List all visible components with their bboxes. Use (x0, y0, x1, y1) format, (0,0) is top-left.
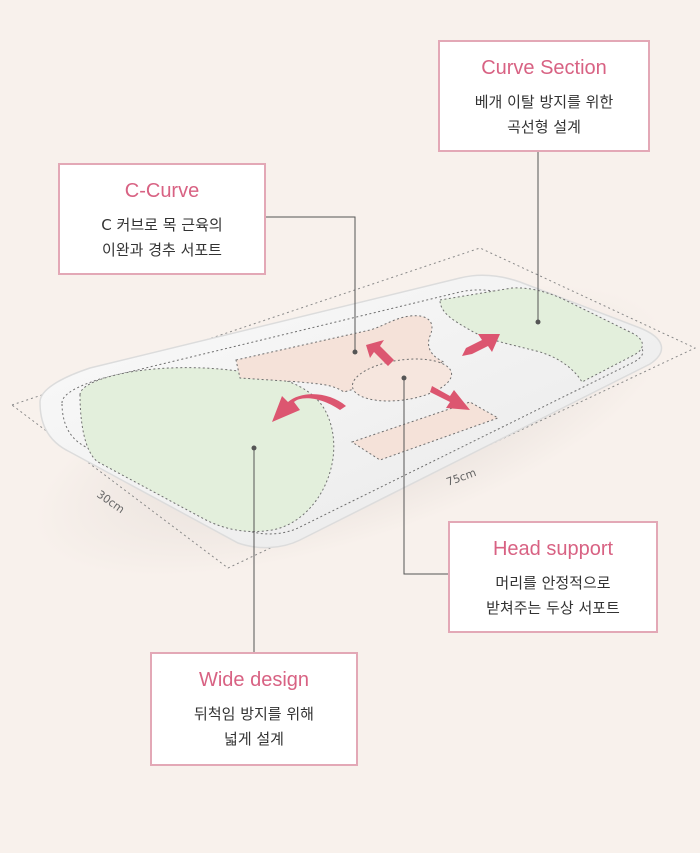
curve-section-callout: Curve Section 베개 이탈 방지를 위한 곡선형 설계 (438, 40, 650, 152)
head-support-leader (403, 378, 448, 575)
c-curve-arrow-icon (366, 340, 394, 366)
head-support-arrow-icon (430, 386, 470, 410)
head-support-zone (351, 358, 453, 402)
c-curve-callout: C-Curve C 커브로 목 근육의 이완과 경추 서포트 (58, 163, 266, 275)
c-curve-desc-line2: 이완과 경추 서포트 (102, 241, 222, 259)
curve-section-arrow-icon (462, 334, 500, 356)
curve-section-desc: 베개 이탈 방지를 위한 곡선형 설계 (440, 90, 648, 140)
dimension-outline (10, 247, 697, 569)
wide-design-desc-line2: 넓게 설계 (224, 730, 284, 748)
head-support-callout: Head support 머리를 안정적으로 받쳐주는 두상 서포트 (448, 521, 658, 633)
head-support-title: Head support (492, 538, 614, 560)
wide-design-desc: 뒤척임 방지를 위해 넓게 설계 (152, 702, 356, 752)
wide-design-title: Wide design (198, 669, 310, 691)
wide-design-callout: Wide design 뒤척임 방지를 위해 넓게 설계 (150, 652, 358, 766)
c-curve-leader (266, 216, 356, 352)
curve-section-desc-line2: 곡선형 설계 (507, 118, 581, 136)
head-support-desc: 머리를 안정적으로 받쳐주는 두상 서포트 (450, 571, 656, 621)
wide-design-arrow-icon (272, 394, 346, 422)
wide-design-desc-line1: 뒤척임 방지를 위해 (194, 705, 314, 723)
c-curve-desc-line1: C 커브로 목 근육의 (101, 216, 223, 234)
c-curve-title: C-Curve (124, 180, 200, 202)
curve-section-title: Curve Section (481, 57, 607, 79)
curve-section-zone (439, 287, 643, 383)
curve-section-desc-line1: 베개 이탈 방지를 위한 (474, 93, 614, 111)
head-support-desc-line2: 받쳐주는 두상 서포트 (486, 599, 620, 617)
c-curve-desc: C 커브로 목 근육의 이완과 경추 서포트 (60, 213, 264, 263)
neck-support-zone (350, 401, 500, 461)
pillow-seam (61, 289, 644, 535)
head-support-desc-line1: 머리를 안정적으로 (495, 574, 611, 592)
wide-design-zone (79, 367, 335, 533)
